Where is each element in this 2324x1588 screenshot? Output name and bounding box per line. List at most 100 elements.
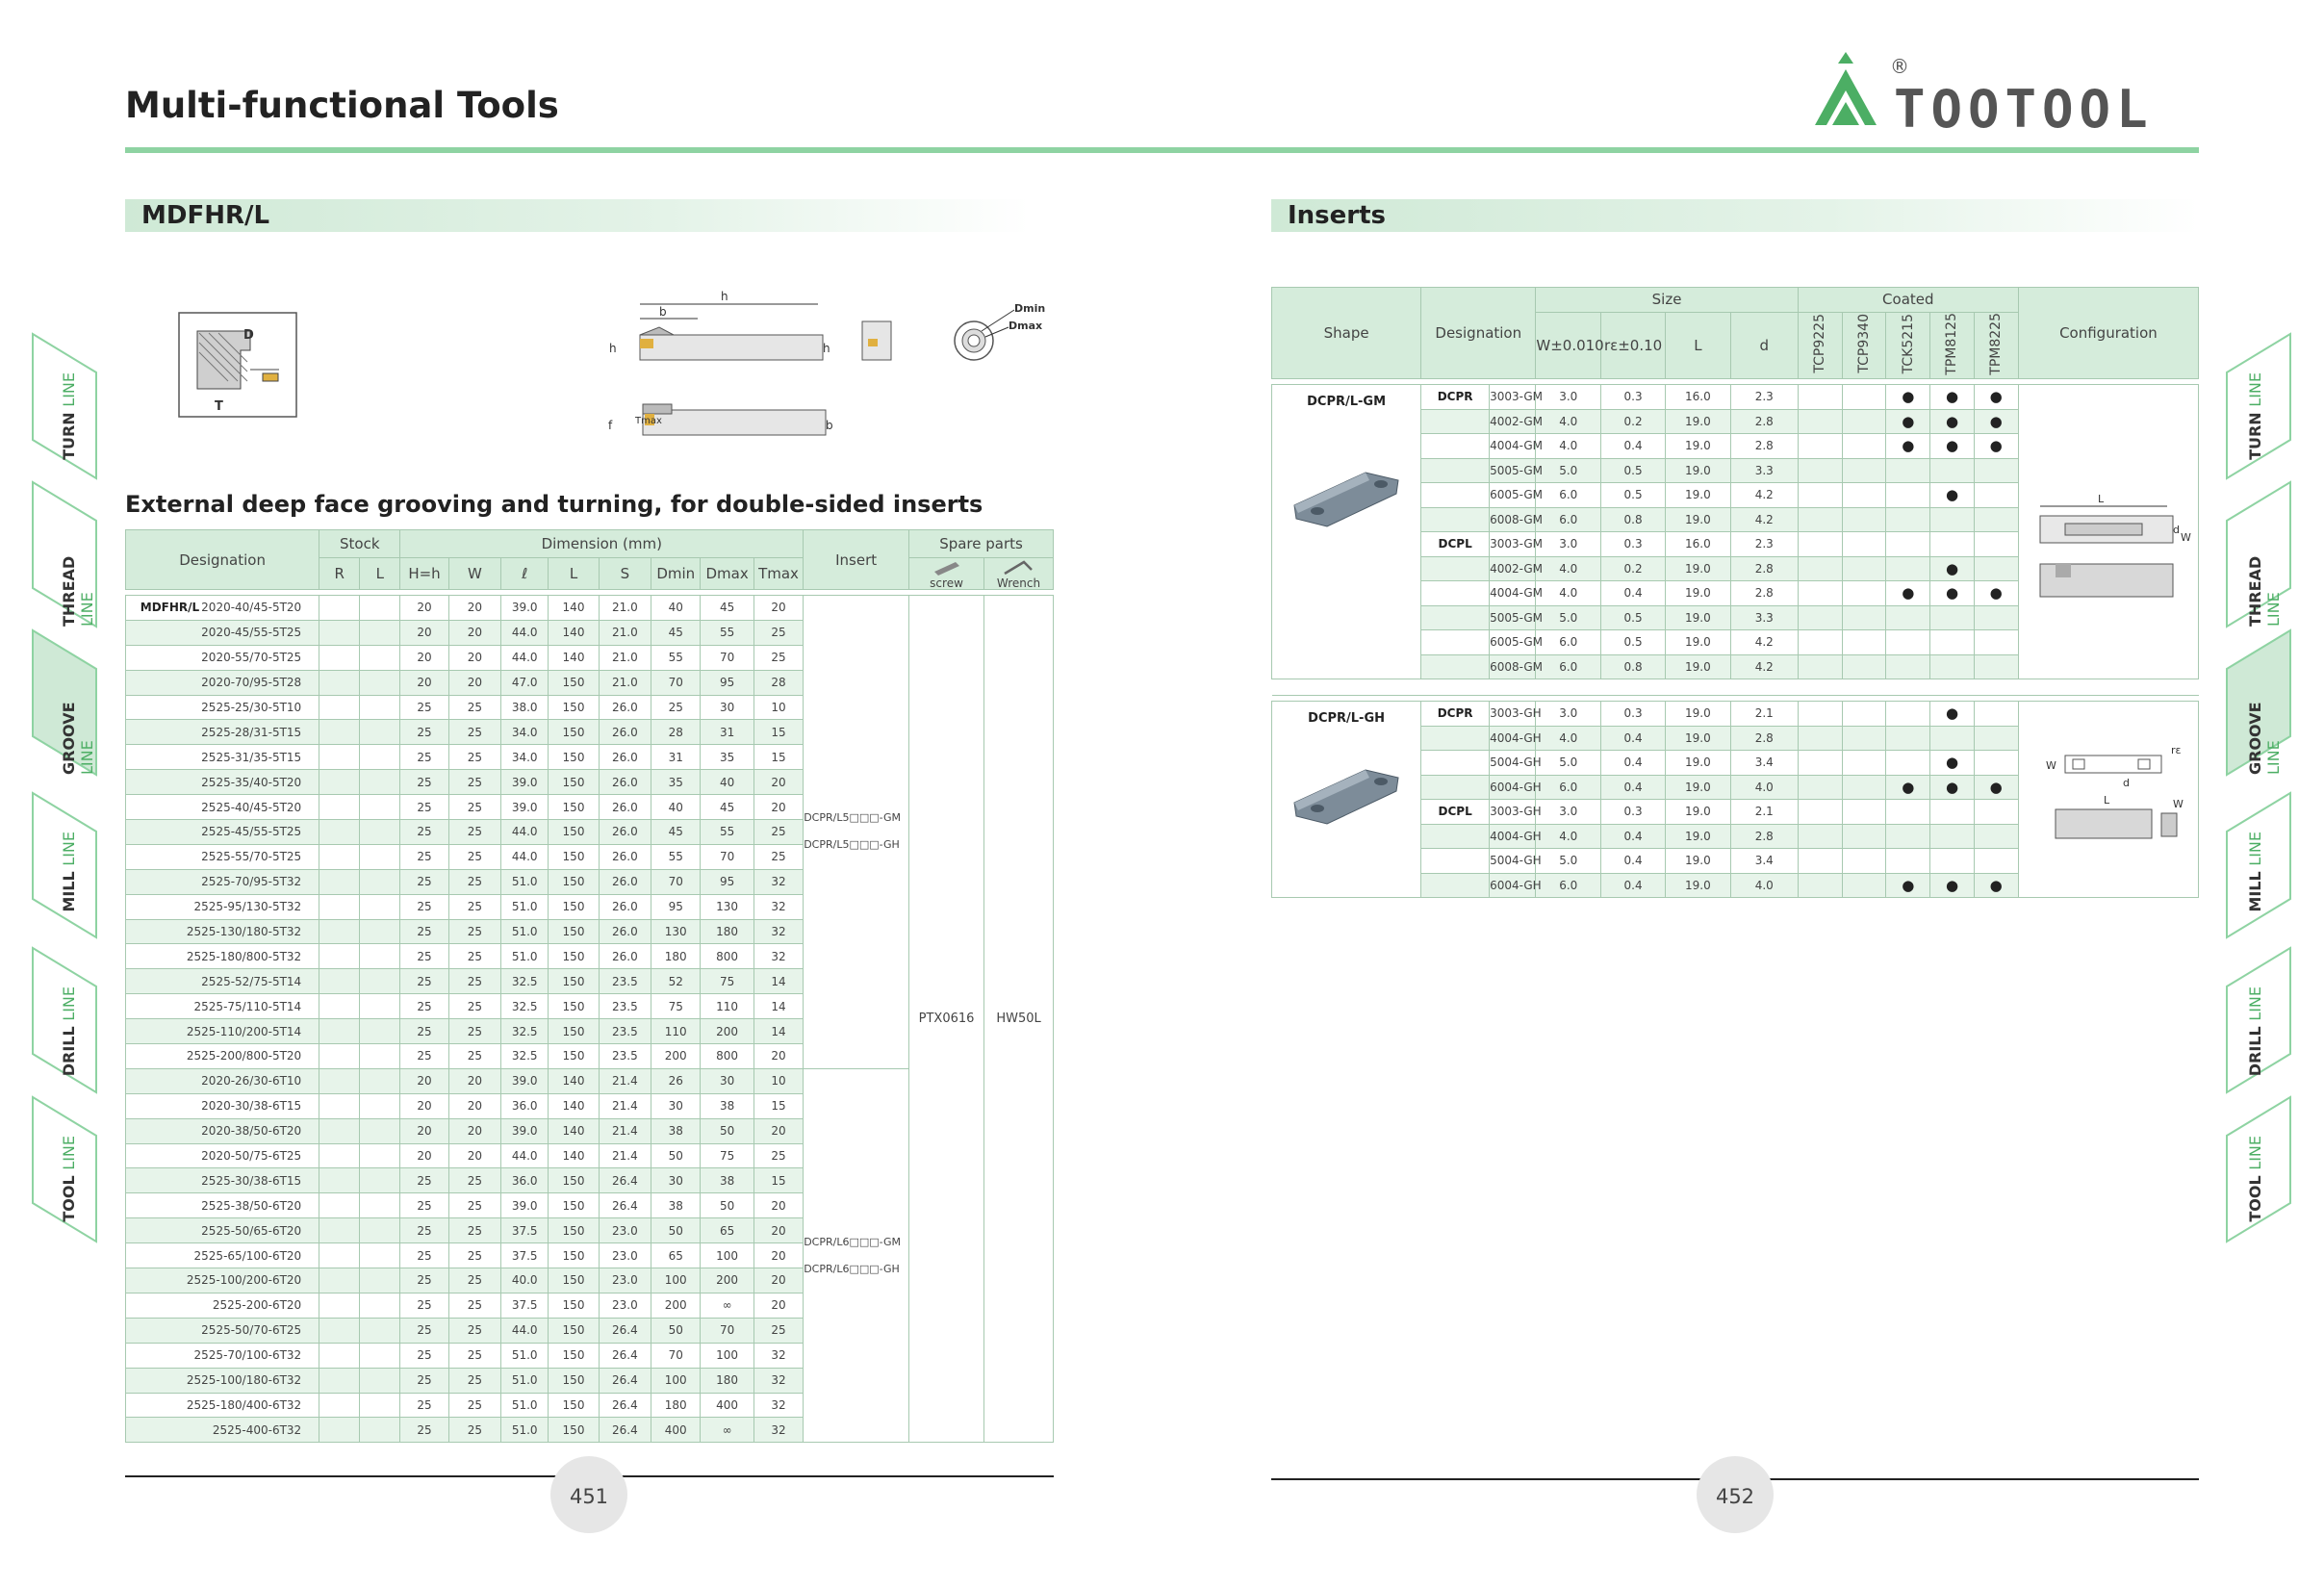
side-tab-groove[interactable]: GROOVE LINE	[32, 628, 97, 777]
grade-availability	[1841, 750, 1887, 776]
holder-cell: 26.4	[598, 1317, 652, 1344]
stock-l	[359, 1142, 401, 1169]
holder-cell: 44.0	[500, 644, 549, 671]
available-dot-icon: ●	[1945, 876, 1959, 894]
holder-cell: 25	[447, 843, 502, 870]
grade-availability	[1885, 629, 1931, 655]
side-tab-drill[interactable]: DRILL LINE	[32, 946, 97, 1094]
holder-cell: 26.4	[598, 1392, 652, 1419]
col-grade-5: TPM8225	[1973, 311, 2019, 380]
side-tab-tool[interactable]: TOOL LINE	[2226, 1095, 2291, 1243]
stock-r	[319, 993, 361, 1020]
holder-cell: 39.0	[500, 769, 549, 796]
holder-cell: 32	[753, 1342, 804, 1369]
grade-availability	[1797, 823, 1843, 850]
side-tab-tool[interactable]: TOOL LINE	[32, 1095, 97, 1243]
insert-sub-designation	[1420, 506, 1491, 533]
grade-availability	[1973, 555, 2019, 582]
holder-cell: 130	[651, 918, 702, 945]
holder-cell: 51.0	[500, 1392, 549, 1419]
holder-cell: 25	[399, 1392, 449, 1419]
stock-r	[319, 1192, 361, 1219]
holder-cell: 25	[399, 794, 449, 821]
holder-designation: 2525-28/31-5T15	[124, 719, 320, 746]
grade-availability	[1885, 555, 1931, 582]
col-shape: Shape	[1270, 286, 1422, 380]
holder-designation: 2525-40/45-5T20	[124, 794, 320, 821]
holder-cell: 45	[651, 819, 702, 845]
holder-designation: 2525-130/180-5T32	[124, 918, 320, 945]
grade-availability	[1973, 604, 2019, 631]
insert-d: 3.3	[1729, 457, 1799, 484]
side-tab-turn[interactable]: TURN LINE	[2226, 332, 2291, 480]
holder-cell: 52	[651, 968, 702, 995]
holder-designation: 2525-180/400-6T32	[124, 1392, 320, 1419]
grade-availability	[1973, 701, 2019, 727]
insert-L: 16.0	[1664, 531, 1731, 557]
insert-d: 2.8	[1729, 433, 1799, 459]
screw-part: PTX0616	[908, 594, 985, 1444]
holder-cell: 26.4	[598, 1367, 652, 1394]
grade-availability	[1973, 482, 2019, 508]
grade-availability: ●	[1929, 408, 1975, 435]
stock-l	[359, 968, 401, 995]
holder-cell: 150	[548, 943, 600, 970]
holder-cell: 39.0	[500, 595, 549, 621]
holder-cell: 20	[753, 595, 804, 621]
insert-L: 19.0	[1664, 555, 1731, 582]
stock-r	[319, 1417, 361, 1444]
screw-icon	[933, 562, 959, 576]
side-tab-turn[interactable]: TURN LINE	[32, 332, 97, 480]
grade-availability	[1841, 457, 1887, 484]
grade-availability	[1797, 701, 1843, 727]
insert-d: 4.2	[1729, 506, 1799, 533]
side-tab-mill[interactable]: MILL LINE	[2226, 791, 2291, 939]
side-tab-mill[interactable]: MILL LINE	[32, 791, 97, 939]
holder-cell: 51.0	[500, 1417, 549, 1444]
grade-availability: ●	[1929, 482, 1975, 508]
grade-availability	[1973, 531, 2019, 557]
holder-cell: 20	[399, 1092, 449, 1119]
holder-cell: 35	[651, 769, 702, 796]
holder-cell: 25	[447, 1317, 502, 1344]
grade-availability: ●	[1973, 433, 2019, 459]
insert-L: 19.0	[1664, 580, 1731, 606]
holder-cell: 26.0	[598, 819, 652, 845]
side-tab-groove[interactable]: GROOVE LINE	[2226, 628, 2291, 777]
insert-code: 4002-GM	[1489, 408, 1543, 435]
grade-availability	[1841, 531, 1887, 557]
holder-cell: 95	[700, 868, 754, 895]
holder-designation: 2020-45/55-5T25	[124, 619, 320, 646]
holder-cell: 200	[700, 1018, 754, 1045]
insert-d: 4.0	[1729, 872, 1799, 899]
insert-re: 0.3	[1600, 531, 1666, 557]
insert-code: 3003-GH	[1489, 799, 1542, 825]
grade-availability	[1885, 653, 1931, 680]
insert-w: 5.0	[1535, 457, 1602, 484]
svg-text:W: W	[2173, 798, 2184, 810]
side-tab-thread[interactable]: THREAD LINE	[32, 480, 97, 628]
insert-L: 19.0	[1664, 433, 1731, 459]
tootool-logo-icon: TOOTOOL ®	[1815, 52, 2148, 140]
side-tab-drill[interactable]: DRILL LINE	[2226, 946, 2291, 1094]
holder-cell: 23.5	[598, 968, 652, 995]
stock-l	[359, 1317, 401, 1344]
side-tab-label: DRILL LINE	[60, 986, 78, 1077]
insert-d: 2.3	[1729, 384, 1799, 410]
stock-r	[319, 868, 361, 895]
page-title: Multi-functional Tools	[125, 85, 559, 126]
holder-cell: 44.0	[500, 819, 549, 845]
holder-designation: 2525-200/800-5T20	[124, 1043, 320, 1069]
holder-cell: 32.5	[500, 1018, 549, 1045]
side-tab-thread[interactable]: THREAD LINE	[2226, 480, 2291, 628]
holder-cell: 32	[753, 943, 804, 970]
holder-cell: 150	[548, 1392, 600, 1419]
